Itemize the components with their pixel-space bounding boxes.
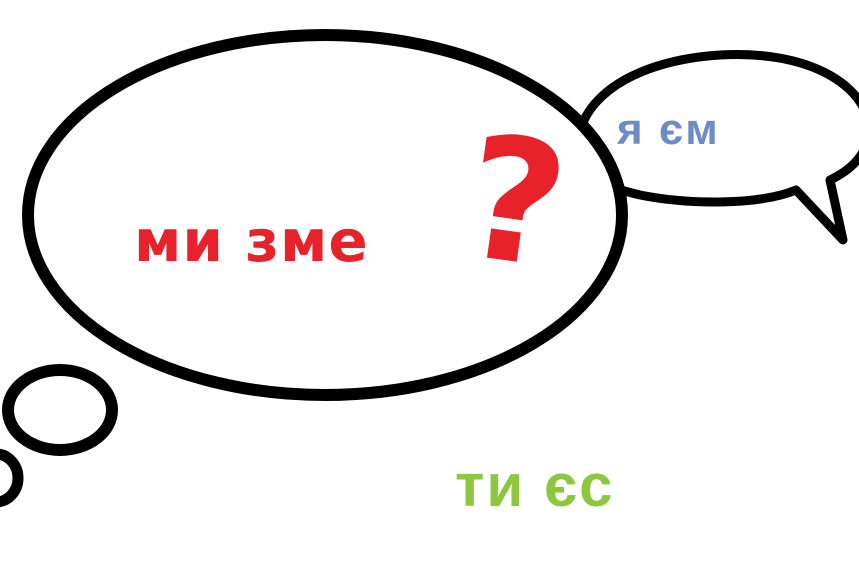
thought-bubble-text: ми зме <box>134 207 369 275</box>
speech-bubble-text: я єм <box>617 105 720 154</box>
speech-bubble <box>574 50 859 245</box>
thought-trail-circle-large <box>2 364 118 456</box>
thought-bubble <box>22 29 628 401</box>
bottom-label-text: ти єс <box>455 452 615 519</box>
thought-trail-circle-small <box>0 448 24 508</box>
